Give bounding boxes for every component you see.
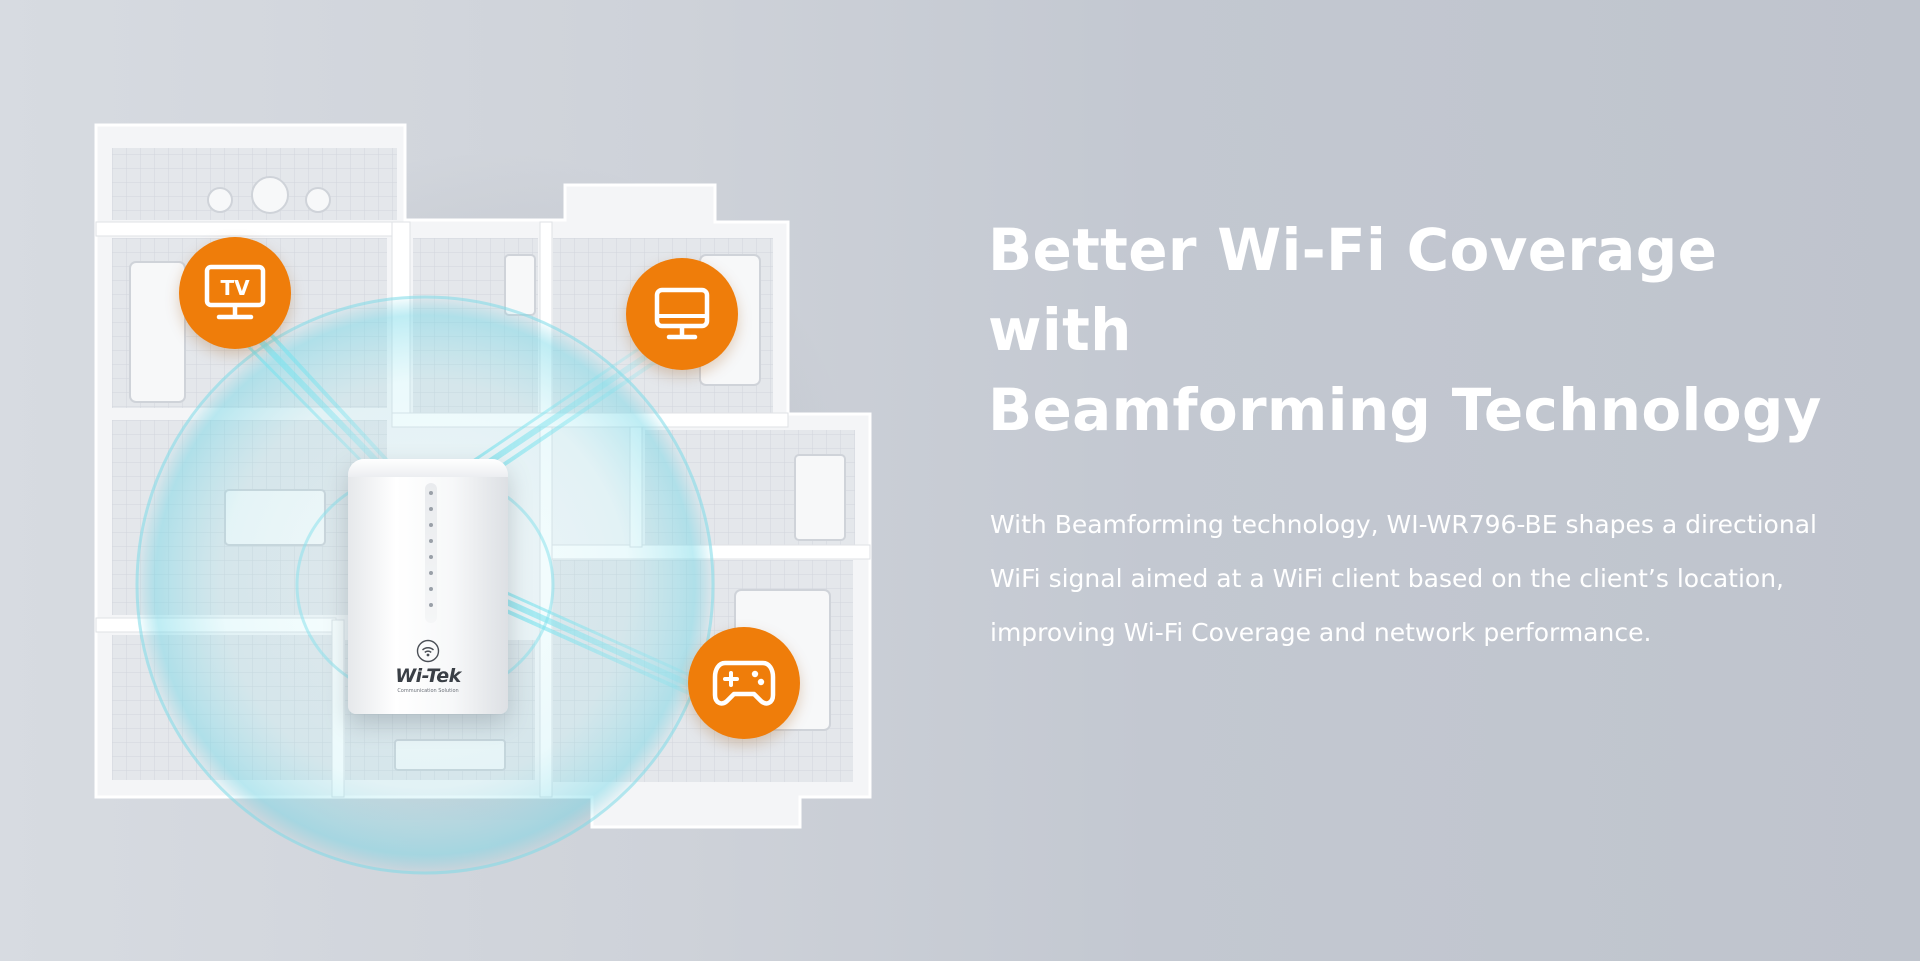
led-indicator [429, 491, 433, 495]
router-brand-name: Wi-Tek [395, 665, 461, 687]
led-indicator [429, 603, 433, 607]
led-indicator [429, 571, 433, 575]
apartment-floorplan-illustration: TV [0, 0, 900, 961]
tv-icon-label: TV [220, 276, 250, 300]
router-brand-tagline: Communication Solution [397, 688, 459, 694]
gamepad-device-badge [688, 627, 800, 739]
tv-icon: TV [204, 264, 266, 320]
router-led-panel [425, 483, 437, 623]
monitor-device-badge [626, 258, 738, 370]
led-indicator [429, 507, 433, 511]
led-indicator [429, 555, 433, 559]
led-indicator [429, 539, 433, 543]
router-device: Wi-Tek Communication Solution [348, 459, 508, 714]
led-indicator [429, 587, 433, 591]
gamepad-icon [712, 660, 776, 706]
router-top-cap [348, 459, 508, 477]
feature-description: With Beamforming technology, WI-WR796-BE… [990, 510, 1817, 647]
router-brand-logo: Wi-Tek Communication Solution [348, 639, 508, 694]
tv-device-badge: TV [179, 237, 291, 349]
monitor-icon [654, 287, 710, 340]
headline-line-2: Beamforming Technology [988, 376, 1822, 444]
led-indicator [429, 523, 433, 527]
wifi-icon [416, 639, 440, 663]
headline-line-1: Better Wi-Fi Coverage with [988, 216, 1718, 364]
feature-copy: Better Wi-Fi Coverage with Beamforming T… [988, 210, 1868, 660]
feature-headline: Better Wi-Fi Coverage with Beamforming T… [988, 210, 1868, 450]
